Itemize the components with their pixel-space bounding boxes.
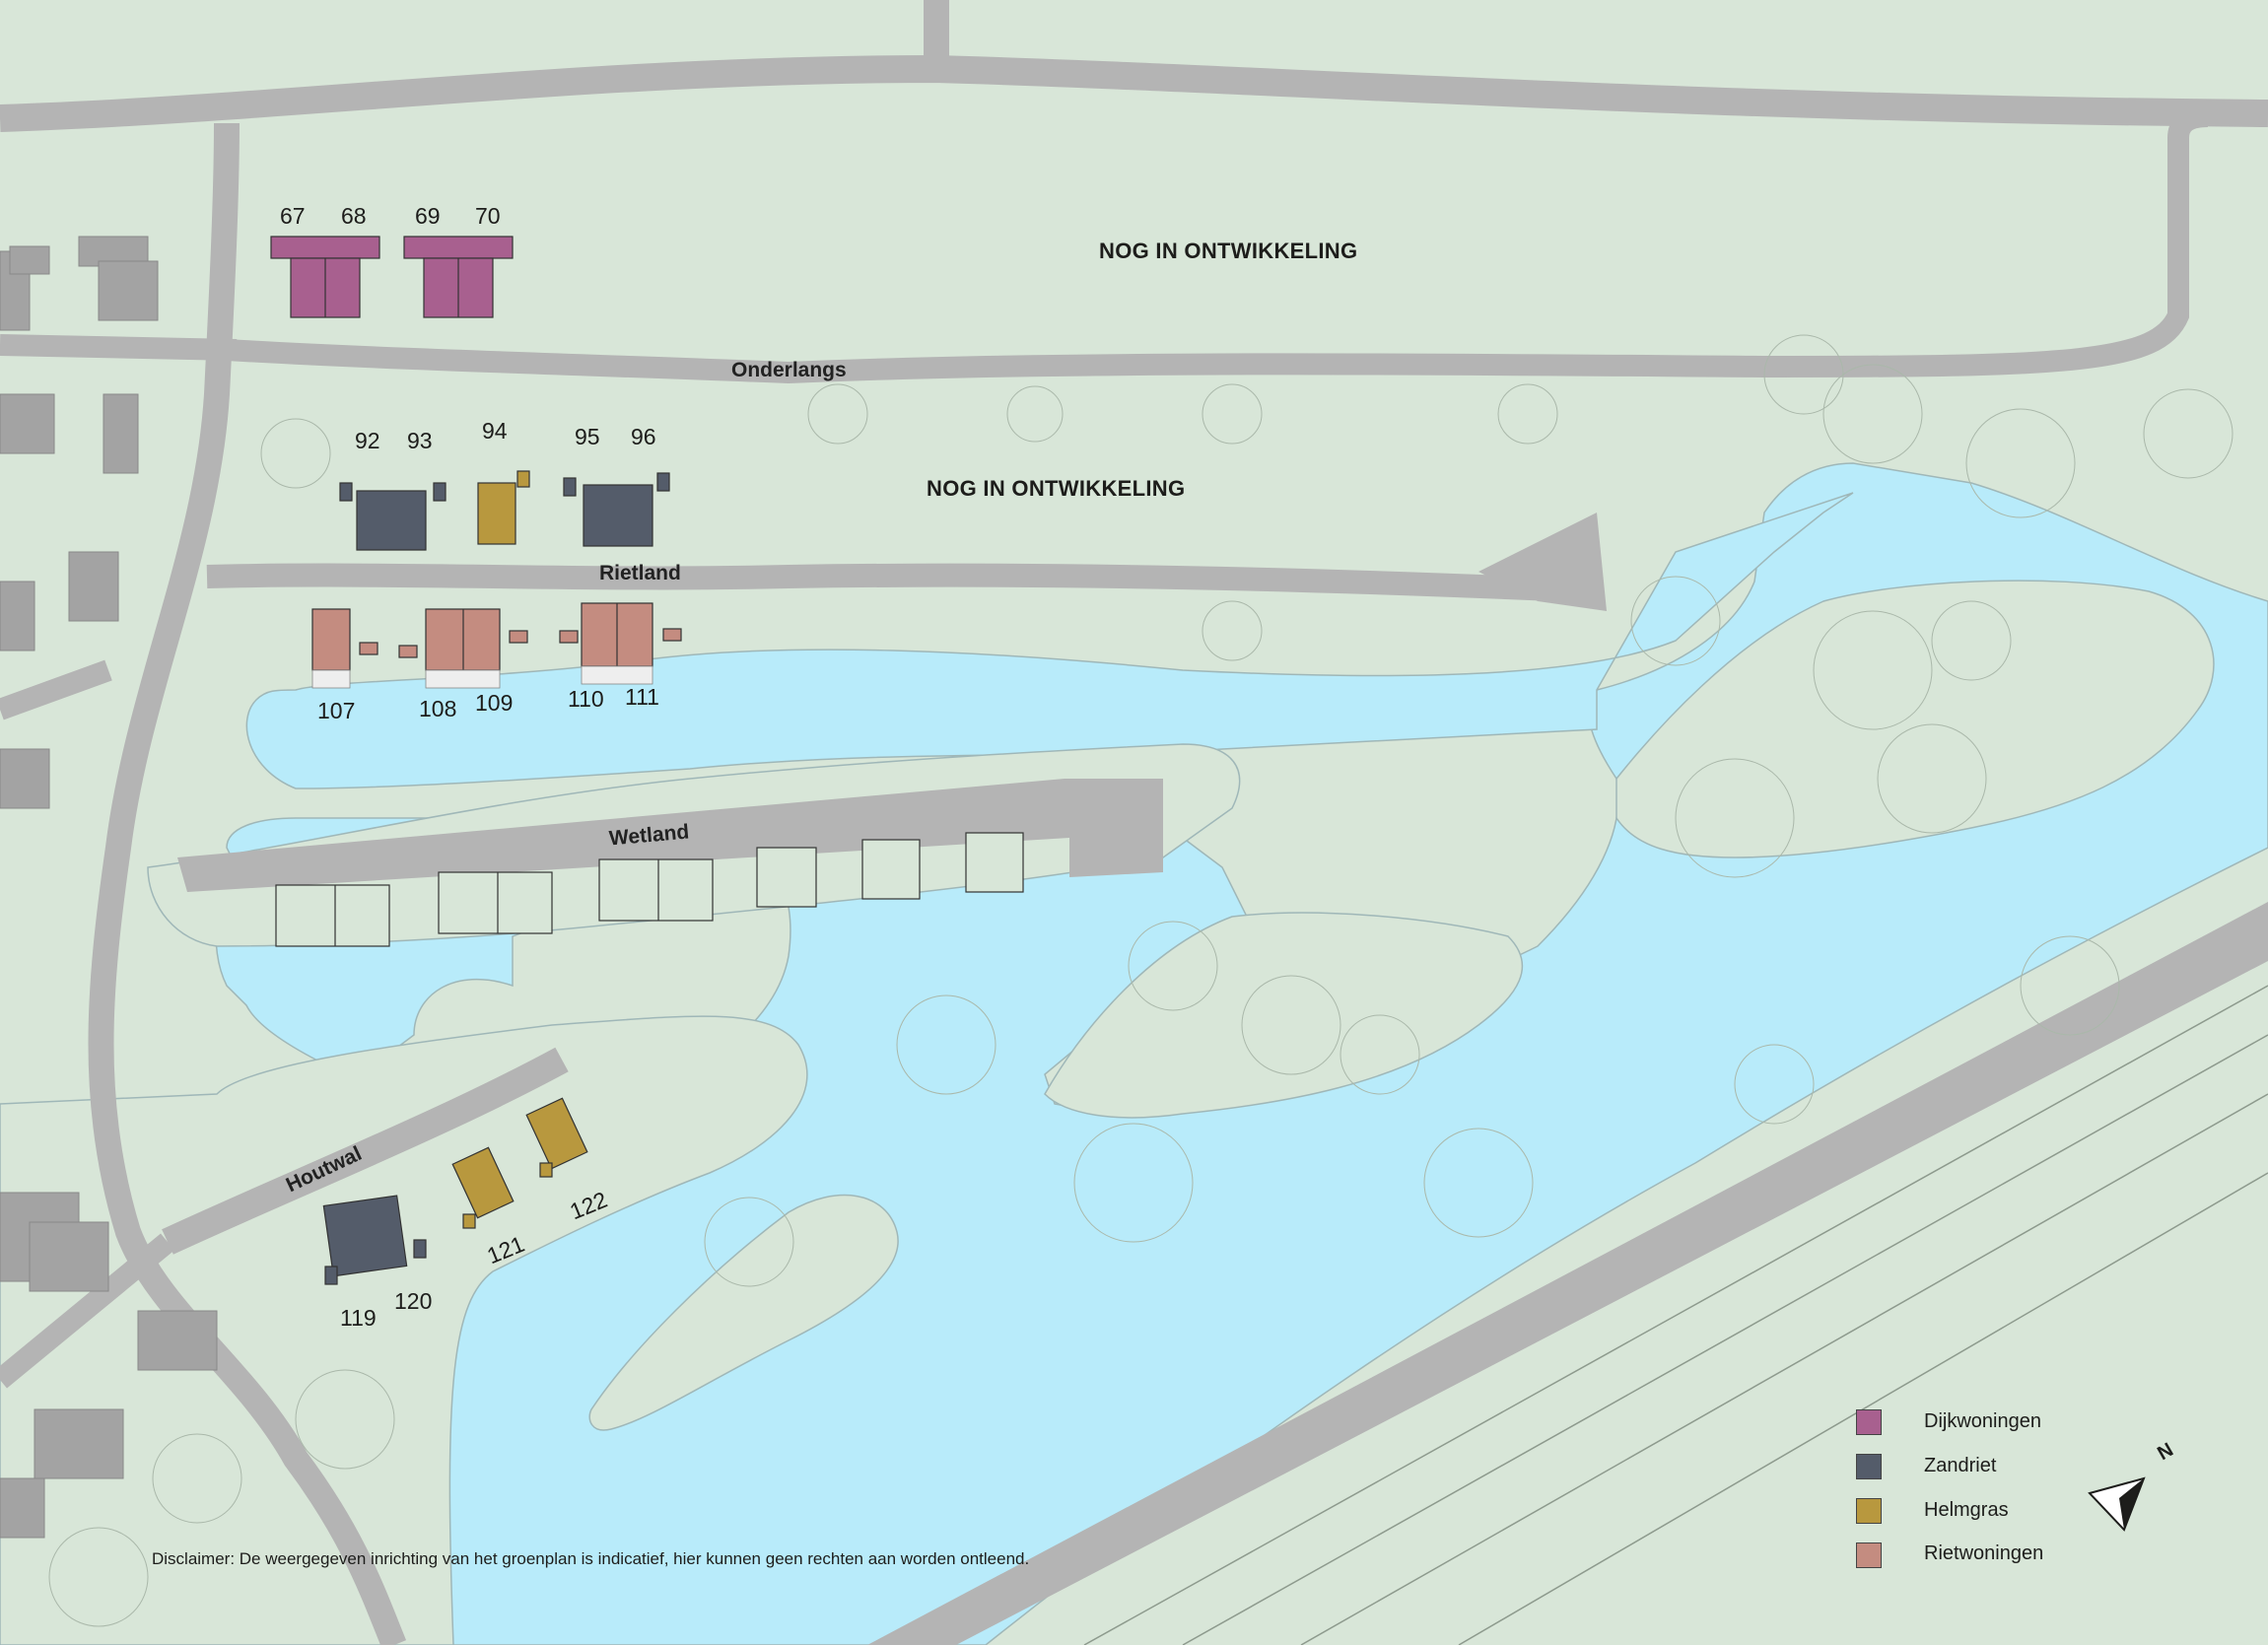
peninsula-houtwal [0,1015,808,1645]
lot-119: 119 [340,1305,377,1331]
legend-label-zandriet: Zandriet [1924,1455,1997,1476]
road-top [0,54,2268,132]
highway [867,902,2268,1645]
legend-swatch-dijkwoningen [1856,1409,1882,1435]
lot-110: 110 [568,686,604,712]
road-wetland [177,779,1163,892]
lot-108: 108 [419,696,457,721]
street-rietland: Rietland [599,562,681,584]
road-rietland [206,563,1598,603]
lot-70: 70 [475,203,501,229]
road-west-cross [0,334,238,1389]
lot-120: 120 [394,1288,433,1314]
legend-swatch-rietwoningen [1856,1542,1882,1568]
island-east [1615,580,2215,858]
houses-helmgras [451,470,588,1229]
legend-swatch-helmgras [1856,1498,1882,1524]
island-southwest [588,1194,899,1431]
water-inlet-north [245,492,1854,789]
legend-label-dijkwoningen: Dijkwoningen [1924,1410,2041,1432]
houses-dijkwoningen [270,236,514,318]
legend-label-rietwoningen: Rietwoningen [1924,1542,2044,1564]
road-houtwal [162,1047,569,1255]
rietland-end [1478,513,1607,611]
lot-92: 92 [355,428,380,453]
road-onderlangs [226,105,2209,384]
legend-label-helmgras: Helmgras [1924,1499,2009,1521]
houses-zandriet [322,472,670,1285]
garden-hatching [311,665,653,689]
tree-symbols [48,334,2234,1627]
existing-buildings [0,236,218,1539]
lot-69: 69 [415,203,441,229]
road-west [88,122,407,1645]
island-center [1044,912,1524,1119]
area-label-center: NOG IN ONTWIKKELING [927,476,1186,501]
lot-68: 68 [341,203,367,229]
rail-lines [1083,985,2268,1645]
lot-95: 95 [575,424,600,449]
lot-111: 111 [625,684,659,710]
houses-wetland-outline [275,832,1024,947]
lot-107: 107 [317,698,356,723]
north-arrow-icon [2088,1476,2146,1532]
area-label-north: NOG IN ONTWIKKELING [1099,239,1358,263]
lot-67: 67 [280,203,306,229]
street-onderlangs: Onderlangs [731,359,847,381]
houses-rietwoningen [311,602,682,671]
lot-96: 96 [631,424,656,449]
disclaimer-text: Disclaimer: De weergegeven inrichting va… [152,1549,1030,1568]
lot-94: 94 [482,418,508,444]
lot-109: 109 [475,690,514,716]
lot-93: 93 [407,428,433,453]
legend-swatch-zandriet [1856,1454,1882,1479]
